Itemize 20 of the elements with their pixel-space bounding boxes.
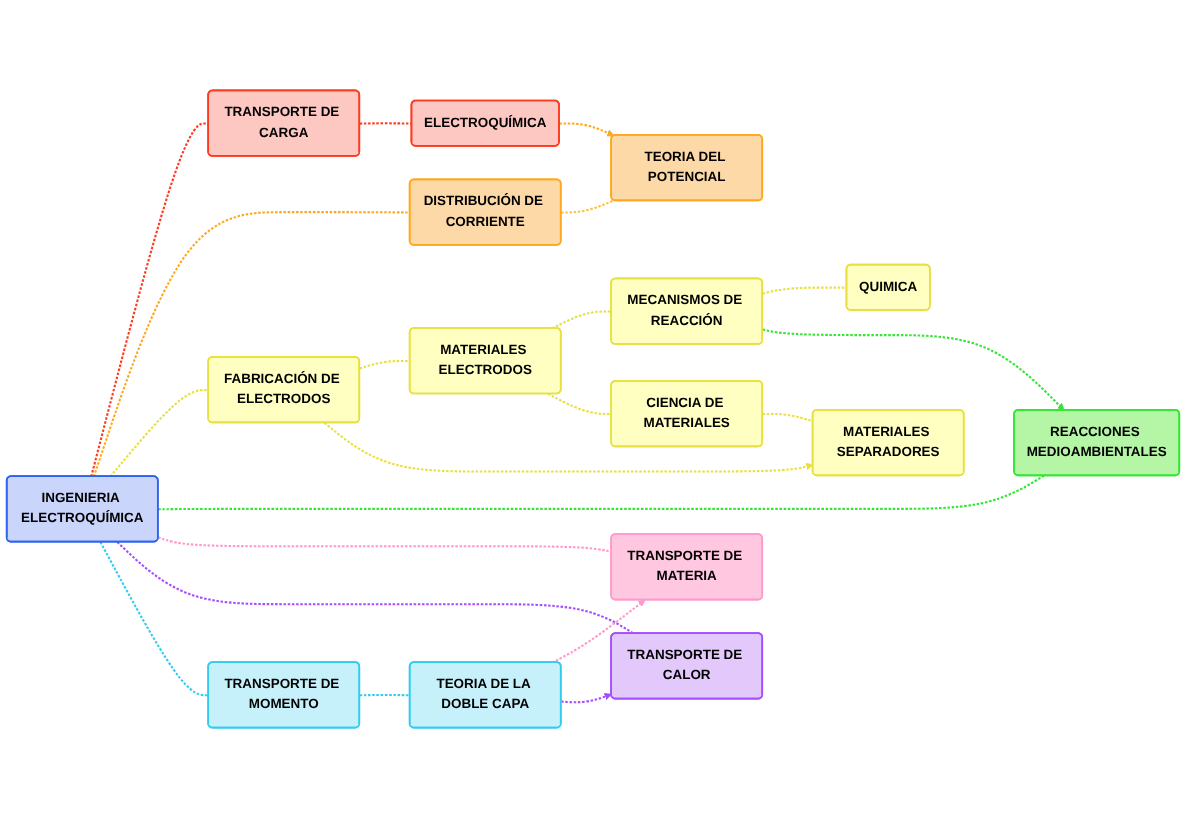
arrow [551, 599, 646, 664]
connector [90, 122, 209, 477]
connector [359, 122, 412, 125]
connector [158, 474, 1045, 511]
connector [116, 541, 635, 635]
connector [359, 360, 411, 370]
connector [551, 310, 612, 330]
arrow [559, 122, 615, 137]
connector [92, 211, 411, 477]
connector [762, 412, 814, 423]
connector [109, 389, 209, 478]
connector [99, 541, 209, 697]
arrow [323, 422, 814, 473]
connector [547, 392, 612, 416]
arrow [762, 328, 1065, 411]
connector [359, 693, 411, 697]
connector [561, 199, 615, 214]
connector [762, 286, 847, 295]
arrow [561, 693, 612, 704]
connector [157, 536, 612, 553]
